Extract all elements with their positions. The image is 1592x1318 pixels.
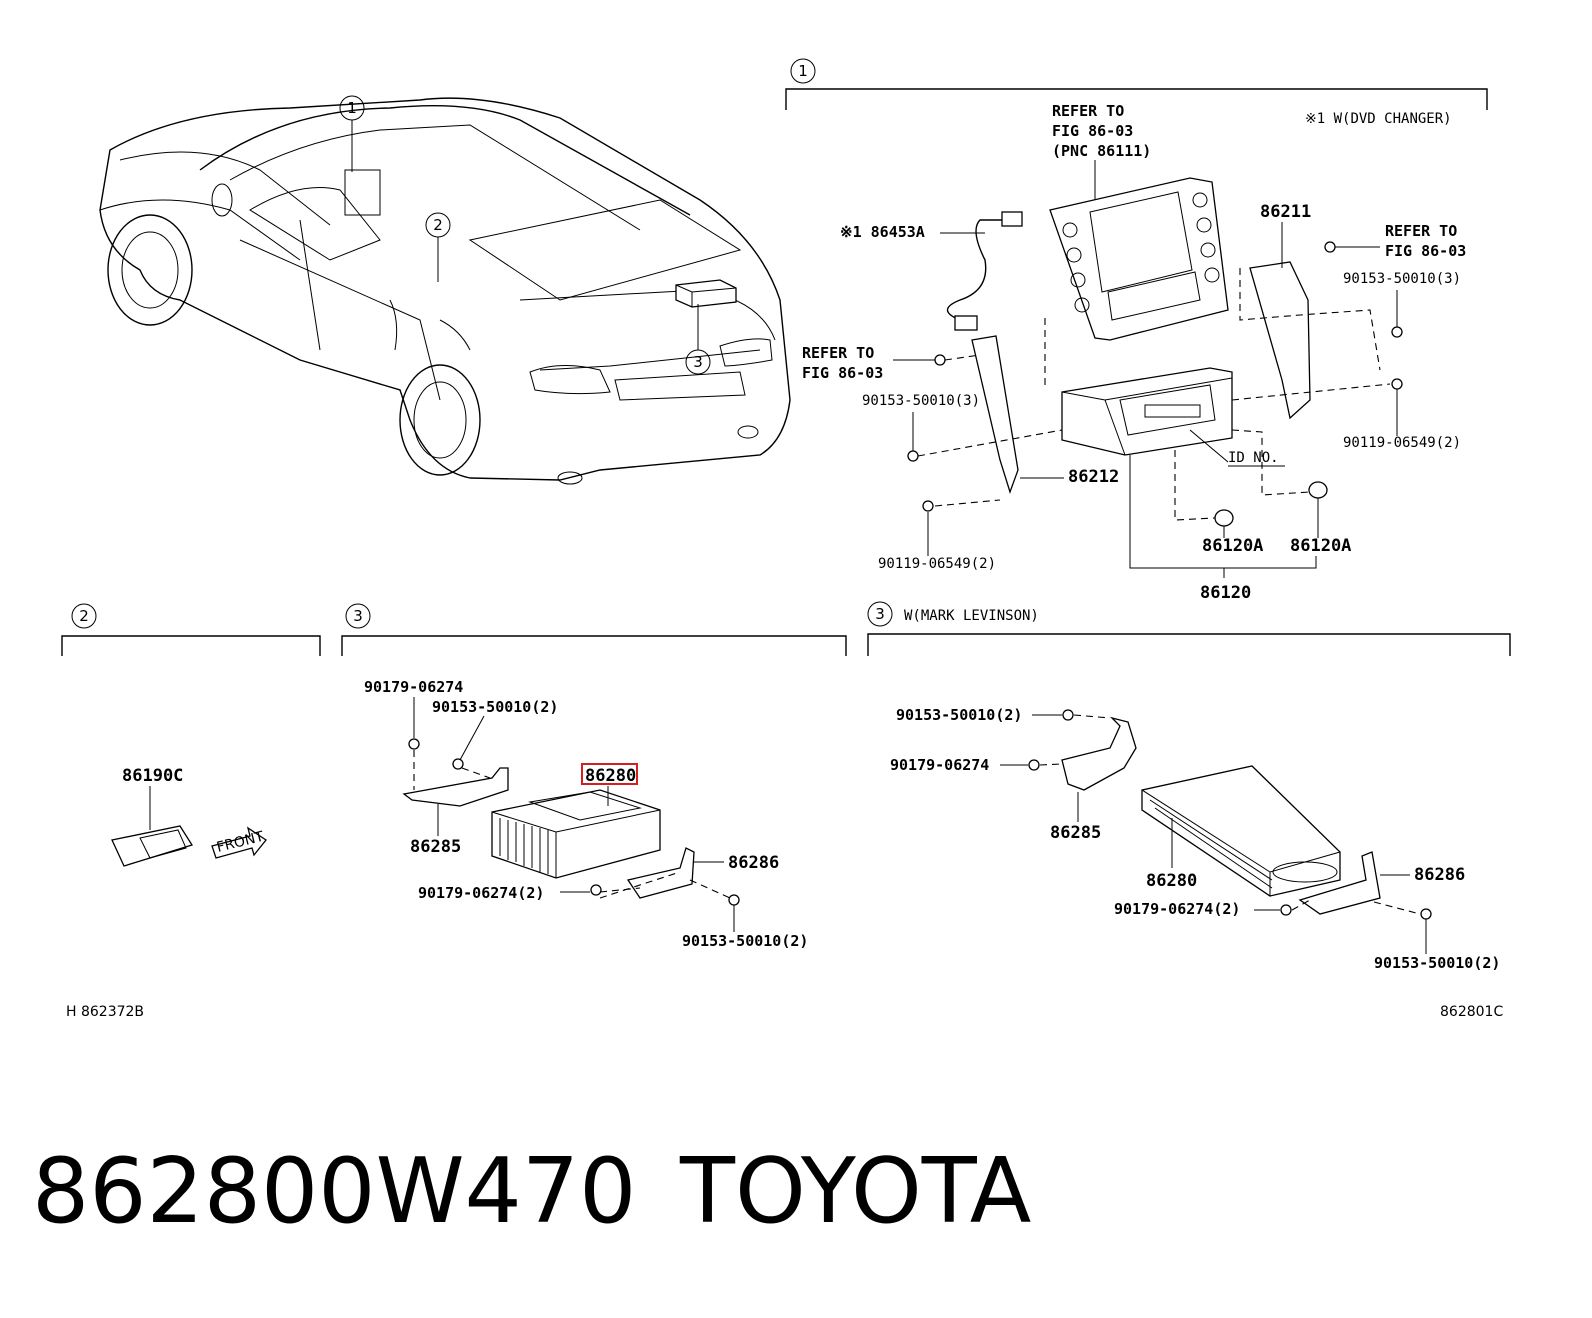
brand-title: TOYOTA — [679, 1139, 1031, 1244]
bracket-86212 — [971, 335, 1019, 495]
bracket-86211 — [1249, 261, 1311, 420]
section-3b-callout: 3 — [875, 605, 885, 623]
s3-part-90179-top: 90179-06274 — [364, 678, 463, 696]
ref-code-right: 862801C — [1440, 1004, 1503, 1020]
part-86212: 86212 — [1068, 467, 1119, 487]
part-90119-left: 90119-06549(2) — [878, 556, 996, 572]
refer-top-line-2: FIG 86-03 — [1052, 122, 1133, 140]
s3-bracket-86286 — [626, 847, 695, 899]
refer-top-line-1: REFER TO — [1052, 102, 1124, 120]
highlight-box-86280 — [581, 763, 638, 785]
s3b-part-86285: 86285 — [1050, 823, 1101, 843]
knob-86120A-1 — [1214, 509, 1234, 527]
refer-right-line-2: FIG 86-03 — [1385, 242, 1466, 260]
section-2-sensor: 2 86190C FRONT — [61, 603, 321, 867]
part-86120A-2: 86120A — [1290, 536, 1351, 556]
refer-top-line-3: (PNC 86111) — [1052, 142, 1151, 160]
s3b-part-86280: 86280 — [1146, 871, 1197, 891]
part-86120: 86120 — [1200, 583, 1251, 603]
harness-connector — [1001, 211, 1023, 227]
part-86120A-1: 86120A — [1202, 536, 1263, 556]
section-3-amplifier: 3 90179-06274 90153-50010(2) 86285 86280… — [341, 603, 847, 950]
refer-left-line-1: REFER TO — [802, 344, 874, 362]
front-arrow-icon — [211, 826, 267, 859]
section-1-audio-head-unit: 1 ※1 W(DVD CHANGER) REFER TO FIG 86-03 (… — [785, 58, 1488, 603]
s3-part-86285: 86285 — [410, 837, 461, 857]
s3b-part-90153-top: 90153-50010(2) — [896, 706, 1022, 724]
knob-86120A-2 — [1308, 481, 1328, 499]
car-callout-1: 1 — [347, 99, 357, 117]
s3b-part-86286: 86286 — [1414, 865, 1465, 885]
s3-bracket-86285 — [402, 767, 509, 807]
radio-receiver-86120 — [1061, 367, 1233, 456]
display-panel — [1049, 177, 1229, 341]
ref-code-left: H 862372B — [66, 1004, 144, 1020]
id-no-label: ID NO. — [1228, 450, 1279, 466]
sensor-86190C — [111, 825, 194, 867]
car-callout-3: 3 — [693, 353, 703, 371]
s3b-part-90179-top: 90179-06274 — [890, 756, 989, 774]
s3-part-90153-bottom: 90153-50010(2) — [682, 932, 808, 950]
s3b-bracket-86286 — [1298, 851, 1381, 915]
s3b-part-90153-bottom: 90153-50010(2) — [1374, 954, 1500, 972]
refer-right-line-1: REFER TO — [1385, 222, 1457, 240]
mark-levinson-note: W(MARK LEVINSON) — [904, 608, 1039, 624]
s3-part-86286: 86286 — [728, 853, 779, 873]
section-3-callout: 3 — [353, 607, 363, 625]
s3-amplifier-86280 — [491, 789, 661, 879]
part-86211: 86211 — [1260, 202, 1311, 222]
s3-part-90153-top: 90153-50010(2) — [432, 698, 558, 716]
section-1-callout: 1 — [798, 62, 808, 80]
car-callout-2: 2 — [433, 216, 443, 234]
s3-part-86280: 86280 — [585, 766, 636, 786]
part-number-title: 862800W470 — [32, 1139, 636, 1244]
part-86190C: 86190C — [122, 766, 183, 786]
part-90119-right: 90119-06549(2) — [1343, 435, 1461, 451]
section-3-mark-levinson-amplifier: 3 W(MARK LEVINSON) 90153-50010(2) 90179-… — [867, 601, 1511, 972]
s3b-part-90179-bottom: 90179-06274(2) — [1114, 900, 1240, 918]
part-86453A: ※1 86453A — [840, 223, 925, 241]
part-90153-right: 90153-50010(3) — [1343, 271, 1461, 287]
refer-left-line-2: FIG 86-03 — [802, 364, 883, 382]
s3-part-90179-bottom: 90179-06274(2) — [418, 884, 544, 902]
s3b-bracket-86285 — [1061, 716, 1137, 791]
section-2-callout: 2 — [79, 607, 89, 625]
vehicle-illustration: 1 2 3 — [99, 95, 791, 485]
part-90153-left: 90153-50010(3) — [862, 393, 980, 409]
dvd-changer-note: ※1 W(DVD CHANGER) — [1305, 111, 1452, 127]
